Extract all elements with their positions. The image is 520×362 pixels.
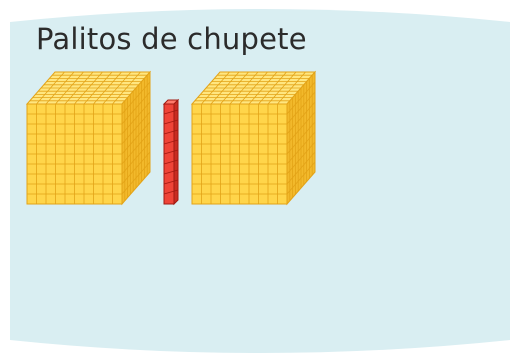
thousand-cube-1 xyxy=(25,70,152,206)
ten-rod xyxy=(162,98,180,206)
thousand-cube-2 xyxy=(190,70,317,206)
card-title: Palitos de chupete xyxy=(36,22,307,56)
